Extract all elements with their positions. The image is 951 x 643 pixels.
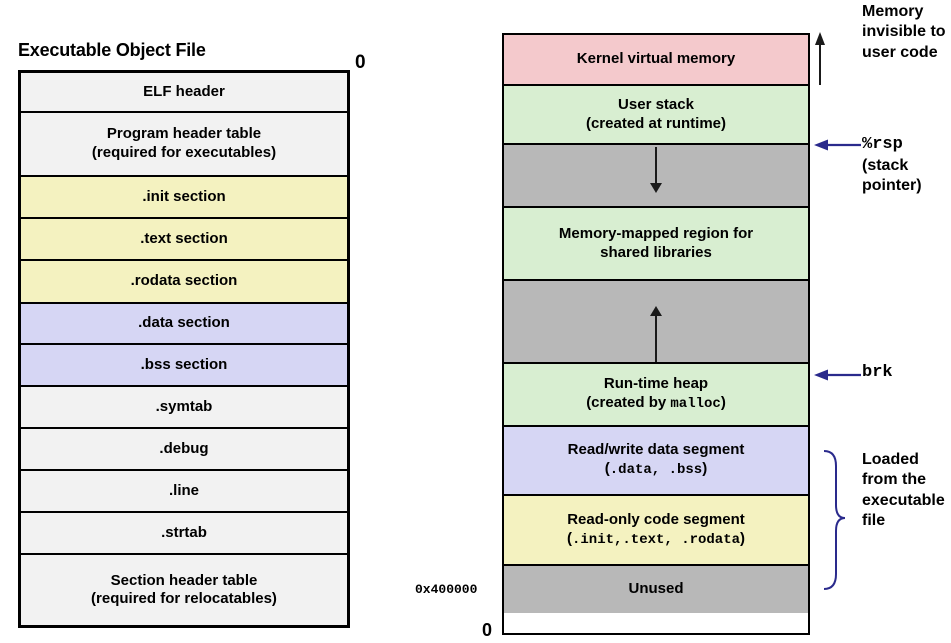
elf-section-label: .debug — [159, 439, 209, 457]
elf-section-row: Section header table(required for reloca… — [21, 554, 347, 625]
memory-region: Kernel virtual memory — [504, 35, 808, 86]
elf-section-label: .rodata section — [130, 272, 238, 290]
left-diagram-title: Executable Object File — [18, 40, 206, 60]
elf-section-sublabel: (required for relocatables) — [91, 589, 277, 607]
annotation-brk: brk — [862, 362, 951, 384]
memory-region-sublabel: (created at runtime) — [585, 114, 727, 132]
annotation-kernel-invisible: Memory invisible to user code — [862, 3, 946, 61]
elf-section-label: .init section — [142, 188, 226, 205]
elf-section-row: .text section — [21, 219, 347, 261]
elf-section-label: .text section — [140, 230, 228, 248]
memory-region-sublabel: (created by malloc) — [586, 394, 726, 413]
address-label-code-start: 0x400000 — [415, 582, 478, 597]
elf-section-label: .strtab — [161, 523, 207, 541]
elf-section-label: Section header table — [110, 571, 258, 589]
rsp-pointer-arrow — [814, 139, 861, 151]
memory-region — [504, 145, 808, 208]
elf-section-row: .rodata section — [21, 260, 347, 304]
memory-region-label: Read/write data segment — [567, 441, 745, 459]
brk-pointer-arrow — [814, 369, 861, 381]
memory-region-sublabel: shared libraries — [600, 243, 712, 261]
kernel-invisible-arrow — [815, 32, 825, 85]
annotation-rsp: %rsp (stack pointer) — [862, 134, 951, 197]
elf-section-row: .line — [21, 470, 347, 514]
memory-region-sublabel: (.init,.text, .rodata) — [566, 529, 746, 548]
elf-section-row: .strtab — [21, 513, 347, 555]
elf-section-row: .data section — [21, 303, 347, 346]
memory-region-label: Unused — [628, 580, 684, 598]
memory-region-label: User stack — [618, 95, 694, 113]
elf-section-row: .debug — [21, 429, 347, 471]
elf-section-label: .bss section — [140, 355, 228, 373]
stack-growth-down-arrow — [650, 147, 662, 193]
memory-region: Read/write data segment(.data, .bss) — [504, 427, 808, 496]
rsp-register-label: %rsp — [862, 135, 903, 154]
memory-region: User stack(created at runtime) — [504, 86, 808, 145]
memory-region-label: Run-time heap — [603, 375, 709, 393]
memory-region: Unused — [504, 566, 808, 613]
elf-section-label: Program header table — [106, 125, 262, 143]
memory-region — [504, 281, 808, 364]
elf-section-label: .symtab — [155, 397, 213, 415]
elf-section-row: ELF header — [21, 73, 347, 113]
memory-region-sublabel: (.data, .bss) — [604, 460, 708, 479]
annotation-loaded-from-executable: Loaded from the executable file — [862, 451, 945, 530]
address-label-zero: 0 — [482, 620, 493, 640]
memory-region-label: Kernel virtual memory — [576, 50, 736, 68]
elf-section-label: ELF header — [143, 82, 225, 100]
memory-region-label: Memory-mapped region for — [558, 224, 754, 242]
memory-region-label: Read-only code segment — [567, 510, 745, 528]
elf-section-row: Program header table(required for execut… — [21, 112, 347, 177]
memory-region: Read-only code segment(.init,.text, .rod… — [504, 496, 808, 566]
elf-section-row: .bss section — [21, 345, 347, 387]
loaded-from-executable-brace — [823, 450, 846, 590]
elf-section-sublabel: (required for executables) — [91, 143, 277, 161]
elf-section-row: .init section — [21, 176, 347, 220]
elf-section-label: .line — [168, 481, 199, 499]
heap-growth-up-arrow — [650, 306, 662, 362]
rsp-description: (stack pointer) — [862, 156, 922, 195]
elf-section-row: .symtab — [21, 386, 347, 430]
memory-region: Run-time heap(created by malloc) — [504, 364, 808, 427]
brk-label: brk — [862, 363, 893, 382]
elf-section-label: .data section — [138, 314, 230, 332]
left-top-address-label: 0 — [355, 52, 366, 73]
